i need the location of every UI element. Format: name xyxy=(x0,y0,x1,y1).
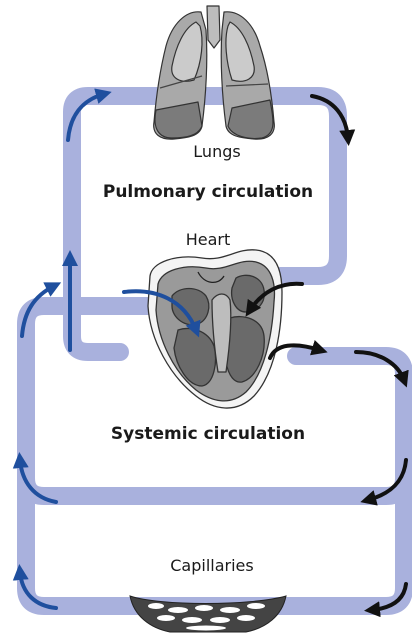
heart-icon xyxy=(148,250,282,408)
lungs-icon xyxy=(154,6,275,139)
pulmonary-circulation-label: Pulmonary circulation xyxy=(103,182,313,202)
systemic-circulation-label: Systemic circulation xyxy=(111,424,305,444)
lungs-label: Lungs xyxy=(193,142,240,161)
heart-label: Heart xyxy=(186,230,231,249)
capillaries-label: Capillaries xyxy=(170,556,253,575)
